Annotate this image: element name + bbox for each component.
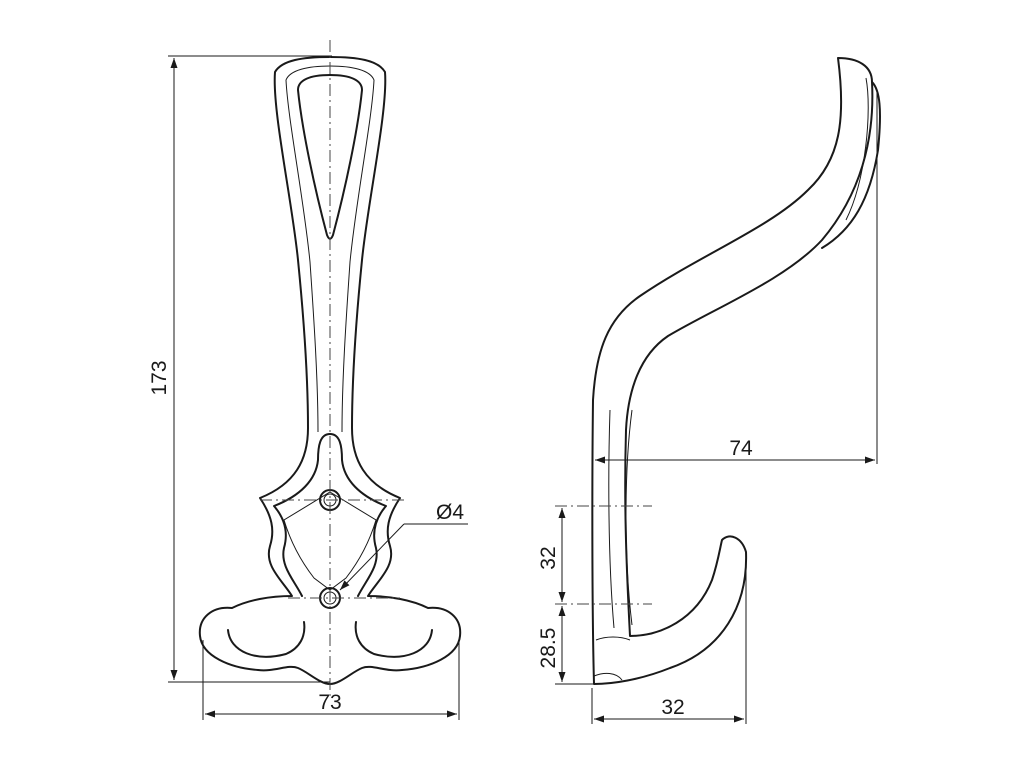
dimension-hole-spacing-label: 32 [537,546,560,569]
dimension-hook-depth-label: 32 [661,696,684,719]
front-right-hook [354,621,433,658]
dimension-projection-label: 74 [729,437,753,460]
front-view [198,40,462,700]
dimension-hole-spacing: 32 [537,508,566,602]
front-frame-inner [329,65,375,433]
dimension-hook-depth: 32 [591,560,747,724]
side-outline [591,57,874,685]
dimension-hole-diameter: Ø4 [339,501,468,591]
side-stem-inner [625,409,633,626]
dimension-width-label: 73 [318,691,341,714]
front-plate-ridge [329,433,387,597]
side-view [555,57,881,685]
side-backplate [821,81,881,249]
dimension-hole-diameter-label: Ø4 [436,501,464,524]
dimension-projection: 74 [595,90,878,464]
front-left-hook [227,621,306,658]
dimension-bottom-offset: 28.5 [537,606,594,685]
dimension-height: 173 [148,55,332,683]
dimension-bottom-offset-label: 28.5 [537,628,560,669]
dimension-height-label: 173 [148,360,171,395]
dimension-width: 73 [202,640,460,720]
